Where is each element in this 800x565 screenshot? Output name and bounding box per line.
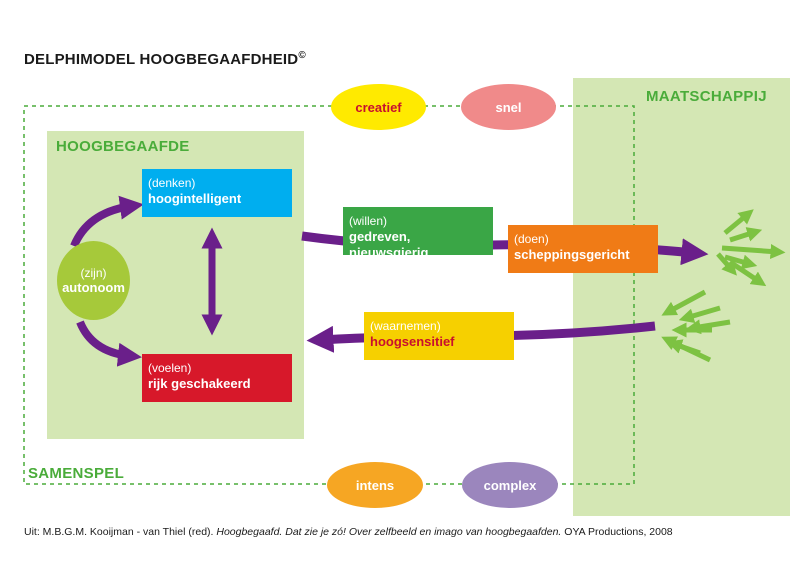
box-doen: (doen) scheppingsgericht [508, 225, 658, 273]
box-willen: (willen) gedreven, nieuwsgierig [343, 207, 493, 260]
box-waarnemen-sub: (waarnemen) [370, 319, 441, 333]
arrow-autonoom-denken [70, 195, 144, 248]
oval-intens: intens [327, 462, 423, 508]
box-waarnemen: (waarnemen) hoogsensitief [364, 312, 514, 360]
arrow-autonoom-voelen [76, 320, 142, 367]
box-voelen: (voelen) rijk geschakeerd [142, 354, 292, 402]
box-doen-label: scheppingsgericht [514, 247, 630, 262]
caption-book-title: Hoogbegaafd. Dat zie je zó! Over zelfbee… [216, 526, 562, 538]
box-denken-sub: (denken) [148, 176, 196, 190]
box-denken-label: hoogintelligent [148, 191, 242, 206]
label-hoogbegaafde: HOOGBEGAAFDE [56, 138, 190, 155]
node-autonoom-label: autonoom [62, 280, 125, 295]
box-voelen-sub: (voelen) [148, 361, 192, 375]
oval-snel: snel [461, 84, 556, 130]
panel-maatschappij [573, 78, 790, 516]
oval-creatief: creatief [331, 84, 426, 130]
box-doen-sub: (doen) [514, 232, 549, 246]
box-waarnemen-label: hoogsensitief [370, 334, 455, 349]
green-arrows-in [661, 289, 731, 363]
label-maatschappij: MAATSCHAPPIJ [646, 88, 767, 105]
label-samenspel: SAMENSPEL [28, 465, 125, 482]
box-willen-sub: (willen) [349, 214, 388, 228]
samenspel-frame [23, 105, 635, 485]
diagram-title: DELPHIMODEL HOOGBEGAAFDHEID© [24, 50, 306, 68]
source-caption: Uit: M.B.G.M. Kooijman - van Thiel (red)… [24, 526, 673, 538]
node-autonoom: (zijn) autonoom [57, 241, 130, 320]
box-willen-label: gedreven, nieuwsgierig [349, 229, 429, 260]
box-voelen-label: rijk geschakeerd [148, 376, 251, 391]
node-autonoom-sub: (zijn) [80, 266, 107, 280]
copyright-mark: © [298, 50, 306, 61]
oval-complex: complex [462, 462, 558, 508]
box-denken: (denken) hoogintelligent [142, 169, 292, 217]
green-arrows-out [716, 209, 786, 287]
